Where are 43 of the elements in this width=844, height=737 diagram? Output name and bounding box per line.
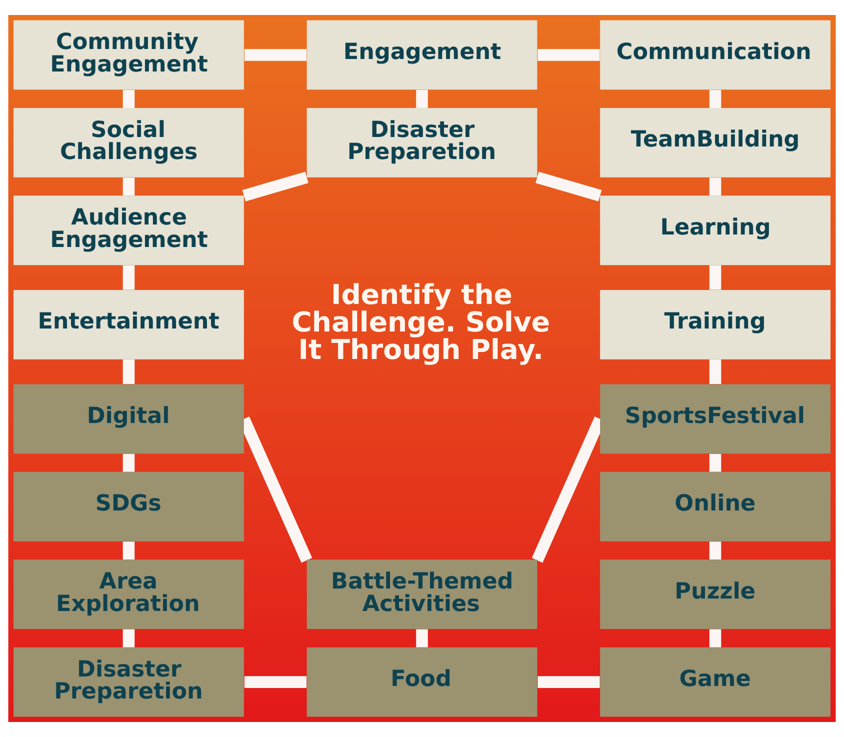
node-box: Disaster Preparetion: [306, 108, 538, 178]
node-box: Puzzle: [600, 560, 830, 630]
connector: [122, 178, 135, 196]
node-box: Social Challenges: [14, 108, 244, 178]
connector: [709, 542, 722, 560]
connector: [538, 49, 600, 61]
connector: [244, 49, 306, 61]
node-box: Food: [306, 647, 538, 717]
node-box: TeamBuilding: [600, 108, 830, 178]
connector: [122, 90, 135, 108]
connector: [122, 629, 135, 648]
connector: [244, 676, 306, 688]
node-box: SportsFestival: [600, 384, 830, 454]
node-box: Entertainment: [14, 290, 244, 360]
node-box: Battle-Themed Activities: [306, 560, 538, 630]
connector: [242, 172, 308, 202]
connector: [122, 265, 135, 290]
connector: [416, 90, 428, 108]
connector: [536, 172, 602, 202]
connector: [122, 454, 135, 472]
node-box: Online: [600, 472, 830, 542]
connector: [122, 542, 135, 560]
connector: [709, 629, 722, 648]
node-box: SDGs: [14, 472, 244, 542]
node-box: Disaster Preparetion: [14, 647, 244, 717]
node-box: Area Exploration: [14, 560, 244, 630]
node-box: Communication: [600, 20, 830, 90]
connector: [122, 360, 135, 384]
label: Identify the Challenge. Solve It Through Play.: [292, 279, 550, 366]
node-box: Audience Engagement: [14, 196, 244, 266]
connector: [709, 178, 722, 196]
node-box: Community Engagement: [14, 20, 244, 90]
connector: [709, 90, 722, 108]
node-box: Engagement: [306, 20, 538, 90]
connector: [416, 629, 428, 648]
connector: [709, 265, 722, 290]
node-box: Training: [600, 290, 830, 360]
connector: [709, 360, 722, 384]
node-box: Digital: [14, 384, 244, 454]
connector: [709, 454, 722, 472]
node-box: Learning: [600, 196, 830, 266]
connector: [538, 676, 600, 688]
node-box: Game: [600, 647, 830, 717]
